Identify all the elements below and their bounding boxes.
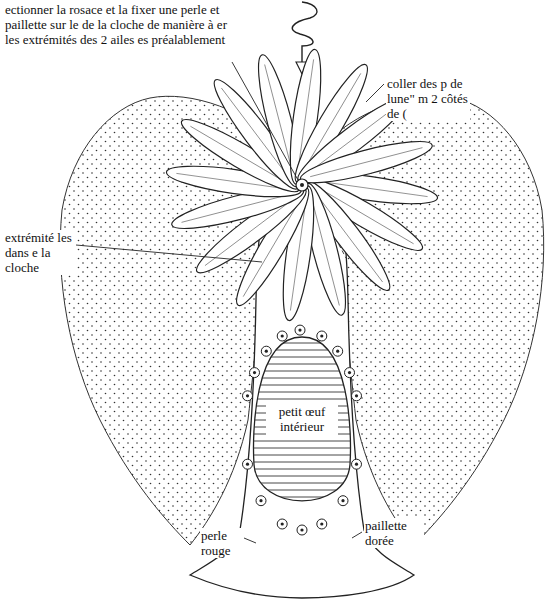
bead-dot	[281, 334, 284, 337]
egg-hatch	[250, 350, 354, 351]
leader-line	[366, 84, 384, 102]
bead	[338, 496, 348, 506]
petal-vein	[310, 148, 422, 177]
bead-dot	[336, 350, 339, 353]
bead	[295, 325, 305, 335]
egg-hatch	[250, 378, 354, 379]
bead	[256, 496, 266, 506]
instruction-note: coller des p de lune" m 2 côtés de (	[386, 76, 470, 121]
bead	[333, 346, 343, 356]
egg-hatch	[250, 392, 354, 393]
bead-dot	[246, 463, 249, 466]
egg-label: petit œuf intérieur	[266, 403, 338, 435]
bead-dot	[320, 522, 323, 525]
leader-line	[76, 245, 262, 262]
egg-hatch	[250, 385, 354, 386]
bead	[277, 519, 287, 529]
part-name: paillette dorée	[364, 518, 424, 548]
bead-dot	[355, 394, 358, 397]
egg-hatch	[250, 483, 354, 484]
bead	[243, 459, 253, 469]
bead-dot	[265, 350, 268, 353]
egg-hatch	[250, 399, 354, 400]
egg-hatch	[250, 343, 354, 344]
bead	[352, 391, 362, 401]
egg-hatch	[250, 462, 354, 463]
instruction-note: ectionner la rosace et la fixer une perl…	[4, 2, 232, 47]
rosette-petal	[297, 134, 435, 191]
bead-dot	[320, 334, 323, 337]
petal-vein	[310, 193, 339, 305]
leader-line	[232, 62, 298, 180]
egg-hatch	[250, 455, 354, 456]
leader-line	[244, 538, 256, 543]
bead	[345, 368, 355, 378]
center-bead	[296, 179, 308, 191]
bead-dot	[300, 528, 303, 531]
bead-dot	[246, 394, 249, 397]
bead-dot	[253, 371, 256, 374]
bead	[352, 459, 362, 469]
bead	[277, 331, 287, 341]
bead-dot	[341, 499, 344, 502]
bead-dot	[298, 329, 301, 332]
petal-vein	[182, 193, 294, 222]
egg-hatch	[250, 441, 354, 442]
bead	[261, 346, 271, 356]
egg-hatch	[250, 497, 354, 498]
bead-dot	[348, 371, 351, 374]
bead	[317, 331, 327, 341]
bead	[243, 391, 253, 401]
petal-vein	[265, 65, 294, 177]
bead-ring	[243, 325, 362, 535]
bead-dot	[355, 463, 358, 466]
egg-hatch	[250, 364, 354, 365]
egg-hatch	[250, 490, 354, 491]
bead	[297, 525, 307, 535]
part-name: perle rouge	[200, 528, 244, 558]
leader-line	[352, 532, 362, 538]
bead-dot	[281, 522, 284, 525]
egg-hatch	[250, 469, 354, 470]
bead	[317, 519, 327, 529]
egg-hatch	[250, 371, 354, 372]
bead-dot	[259, 499, 262, 502]
bead	[250, 368, 260, 378]
egg-shape: petit œuf intérieur	[250, 335, 354, 515]
egg-hatch	[250, 511, 354, 512]
egg-hatch	[250, 448, 354, 449]
center-bead-dot	[300, 183, 304, 187]
egg-hatch	[250, 357, 354, 358]
instruction-note: extrémité les dans e la cloche	[4, 230, 76, 275]
egg-hatch	[250, 476, 354, 477]
egg-hatch	[250, 504, 354, 505]
